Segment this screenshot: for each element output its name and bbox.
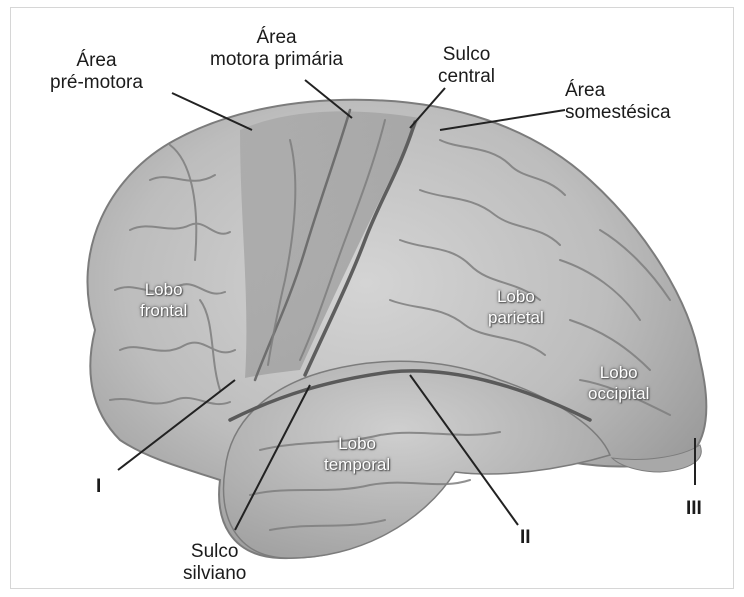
label-sylvian-sulcus: Sulco silviano [183,541,246,585]
marker-ii: II [520,527,531,549]
marker-i: I [96,476,101,498]
label-temporal-lobe: Lobo temporal [324,433,390,475]
label-parietal-lobe: Lobo parietal [488,286,544,328]
label-primary-motor-area: Área motora primária [210,27,343,71]
label-premotor-area: Área pré-motora [50,50,143,94]
label-somatosensory-area: Área somestésica [565,80,671,124]
marker-iii: III [686,498,702,520]
label-frontal-lobe: Lobo frontal [140,279,187,321]
label-occipital-lobe: Lobo occipital [588,362,649,404]
label-central-sulcus: Sulco central [438,44,495,88]
